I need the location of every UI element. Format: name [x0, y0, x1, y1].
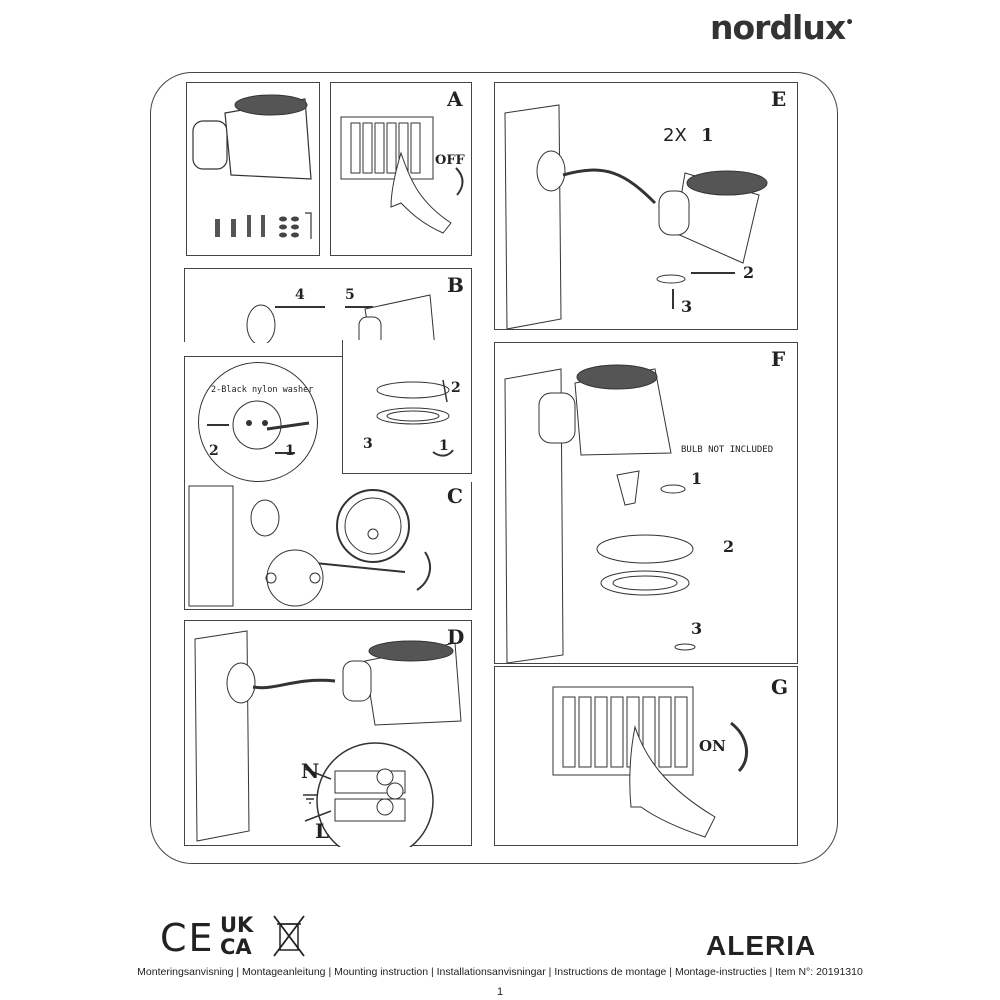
wiring-illustration: [194, 630, 462, 860]
product-name: ALERIA: [706, 930, 817, 961]
panel-parts: [186, 82, 320, 256]
breaker-on-illustration: [552, 686, 748, 838]
bulb-not-included-note: BULB NOT INCLUDED: [681, 445, 774, 455]
panel-step-c: C: [184, 482, 472, 610]
step-b-number-4: 4: [295, 287, 305, 303]
nordlux-logo: nordlux•: [710, 8, 854, 47]
panel-step-f: F BULB NOT INCLUDED 1 2 3: [494, 342, 798, 664]
step-e-number-3: 3: [681, 297, 693, 316]
bulb-cover-illustration: [504, 364, 696, 664]
step-f-number-3: 3: [691, 619, 703, 638]
step-label-a: A: [447, 87, 463, 111]
instruction-frame: [150, 72, 838, 864]
cover-rings-illustration: [376, 379, 454, 457]
ce-mark: CE: [160, 916, 215, 960]
step-label-f: F: [771, 347, 786, 371]
panel-step-b: B 4 5: [184, 268, 472, 350]
step-b-number-3: 3: [363, 436, 373, 452]
step-c-number-1: 1: [285, 443, 295, 459]
step-label-g: G: [771, 675, 789, 699]
step-b-number-2: 2: [451, 380, 461, 396]
footer-instructions: Monteringsanvisning | Montageanleitung |…: [137, 966, 863, 978]
ukca-top: UK: [220, 913, 254, 937]
parts-illustration: [192, 94, 312, 239]
ukca-bottom: CA: [220, 935, 252, 959]
step-c-number-2: 2: [209, 443, 219, 459]
mounting-plate-illustration: [188, 485, 432, 607]
step-label-d: D: [447, 625, 465, 649]
step-b-number-5: 5: [345, 287, 355, 303]
step-label-c: C: [447, 484, 463, 508]
step-f-number-2: 2: [723, 537, 735, 556]
step-label-b: B: [447, 273, 464, 297]
panel-step-e: E 2X 1 2 3: [494, 82, 798, 330]
panel-step-d: D N L: [184, 620, 472, 860]
ukca-mark: UK CA: [220, 914, 253, 958]
fixture-mount-illustration: [504, 104, 768, 330]
step-f-number-1: 1: [691, 469, 703, 488]
washer-detail-magnifier: 2-Black nylon washer 2 1: [198, 362, 318, 482]
logo-text: nordlux: [710, 8, 846, 47]
weee-bin-icon: [273, 915, 305, 957]
disassembly-illustration: [246, 294, 436, 350]
quantity-label: 2X: [663, 125, 687, 146]
switch-on-label: ON: [699, 737, 726, 755]
panel-step-g: G ON: [494, 666, 798, 846]
panel-step-b-lower: 2 3 1: [342, 340, 472, 474]
step-e-number-1: 1: [701, 125, 714, 146]
washer-detail-illustration: [207, 400, 310, 454]
step-e-number-2: 2: [743, 263, 755, 282]
panel-step-a: A OFF: [330, 82, 472, 256]
washer-label: 2-Black nylon washer: [211, 385, 314, 395]
switch-off-label: OFF: [435, 153, 465, 168]
step-label-e: E: [771, 87, 787, 111]
breaker-off-illustration: [340, 116, 464, 234]
step-b-number-1: 1: [439, 438, 449, 454]
neutral-wire-label: N: [301, 759, 320, 783]
live-wire-label: L: [315, 819, 330, 843]
page-number: 1: [496, 986, 504, 998]
